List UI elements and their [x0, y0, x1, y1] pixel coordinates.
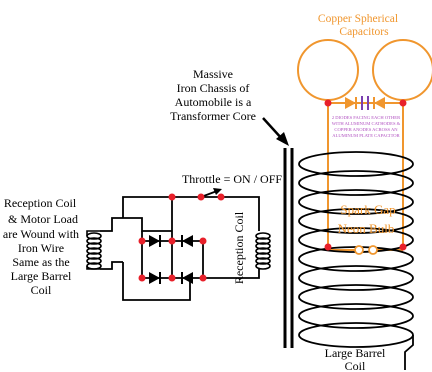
diode-note-line2: WITH ALUMINUM CATHODES & [332, 121, 401, 126]
left-label-line5: Same as the [12, 255, 69, 269]
copper-capacitors-label-line1: Copper Spherical [318, 13, 398, 25]
left-reception-coil [86, 230, 102, 270]
diode-note-line4: ALUMINUM PLATE CAPACITOR [332, 133, 400, 138]
barrel-coil-label-line1: Large Barrel [325, 346, 386, 360]
chassis-label-line1: Massive [193, 67, 233, 81]
throttle-label: Throttle = ON / OFF [182, 172, 282, 186]
copper-sphere-left [297, 39, 359, 101]
chassis-label-line2: Iron Chassis of [177, 81, 250, 95]
spark-gap-electrode-right [368, 245, 378, 255]
left-circuit-nodes [138, 193, 225, 282]
diode-capacitor-assembly [345, 96, 385, 110]
barrel-coil-label-line2: Coil [345, 359, 366, 372]
reception-coil-vertical-label: Reception Coil [232, 211, 246, 284]
copper-frame-nodes [324, 99, 407, 251]
left-label-line6: Large Barrel [11, 269, 72, 283]
left-label-line3: are Wound with [3, 227, 79, 241]
chassis-arrow [262, 117, 289, 146]
right-reception-coil [255, 232, 271, 270]
chassis-label: Massive Iron Chassis of Automobile is a … [170, 67, 256, 123]
neon-bulb-label: Neon Bulb [338, 221, 395, 236]
iron-chassis-core [283, 148, 294, 348]
copper-capacitors-label-line2: Capacitors [339, 26, 389, 38]
diode-note-line1: 2 DIODES FACING EACH OTHER [332, 115, 401, 120]
chassis-label-line4: Transformer Core [170, 109, 256, 123]
chassis-label-line3: Automobile is a [175, 95, 252, 109]
left-label-line4: Iron Wire [18, 241, 64, 255]
left-label-line7: Coil [31, 283, 52, 297]
left-label-line2: & Motor Load [8, 212, 78, 226]
bridge-diodes [149, 235, 193, 284]
copper-sphere-right [372, 39, 432, 101]
diode-note-line3: COPPER ANODES ACROSS AN [334, 127, 398, 132]
left-label-line1: Reception Coil [4, 196, 77, 210]
left-coil-description: Reception Coil & Motor Load are Wound wi… [3, 196, 79, 297]
diode-note: 2 DIODES FACING EACH OTHER WITH ALUMINUM… [332, 115, 401, 138]
spark-gap-label: Spark Gap [340, 202, 395, 217]
spark-gap-electrode-left [354, 245, 364, 255]
large-barrel-coil [298, 151, 414, 370]
